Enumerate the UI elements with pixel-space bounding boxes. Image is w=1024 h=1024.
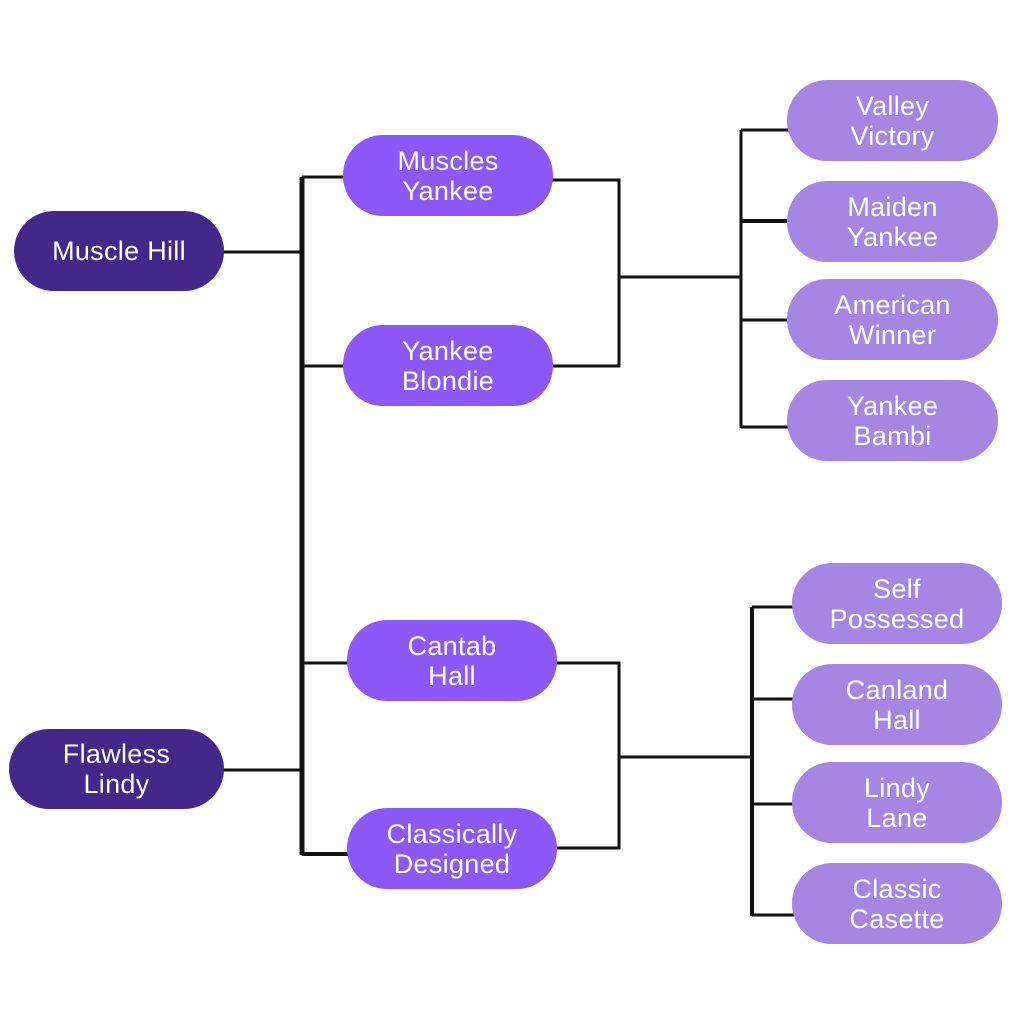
node-label: Valley Victory	[850, 90, 935, 151]
node-label: Muscle Hill	[52, 236, 186, 266]
node-american-winner: American Winner	[787, 279, 998, 360]
node-label: Self Possessed	[829, 573, 965, 634]
node-yankee-blondie: Yankee Blondie	[343, 325, 553, 406]
node-label: Yankee Blondie	[401, 335, 495, 396]
node-label: Yankee Bambi	[846, 390, 939, 451]
node-classically-designed: Classically Designed	[347, 808, 557, 889]
bracket-bottom-parents	[555, 661, 621, 850]
node-classic-casette: Classic Casette	[792, 863, 1002, 944]
node-label: Classic Casette	[849, 873, 945, 934]
node-label: Canland Hall	[845, 674, 949, 735]
node-muscle-hill: Muscle Hill	[14, 211, 224, 291]
node-self-possessed: Self Possessed	[792, 563, 1002, 644]
node-label: Maiden Yankee	[846, 191, 939, 252]
node-canland-hall: Canland Hall	[792, 664, 1002, 745]
node-label: Muscles Yankee	[397, 145, 499, 206]
node-label: American Winner	[834, 289, 951, 350]
node-yankee-bambi: Yankee Bambi	[787, 380, 998, 461]
node-label: Classically Designed	[386, 818, 518, 879]
node-maiden-yankee: Maiden Yankee	[787, 181, 998, 262]
node-label: Lindy Lane	[863, 772, 931, 833]
node-valley-victory: Valley Victory	[787, 80, 998, 161]
node-lindy-lane: Lindy Lane	[792, 762, 1002, 843]
node-cantab-hall: Cantab Hall	[347, 620, 557, 701]
node-flawless-lindy: Flawless Lindy	[9, 729, 224, 809]
bracket-top-parents	[552, 178, 621, 368]
node-label: Flawless Lindy	[62, 739, 171, 799]
node-muscles-yankee: Muscles Yankee	[343, 135, 553, 216]
node-label: Cantab Hall	[407, 630, 497, 691]
